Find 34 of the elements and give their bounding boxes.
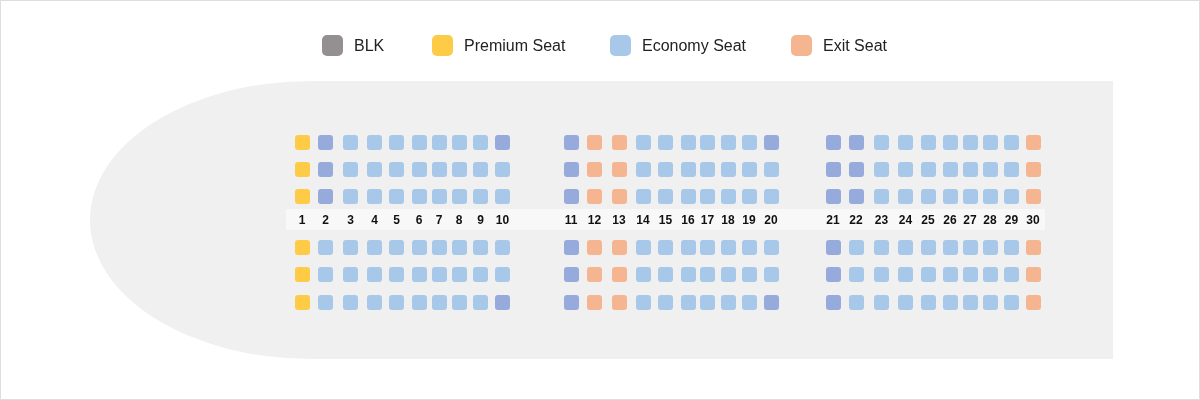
row-number: 7 [435, 213, 443, 227]
row-number: 4 [371, 213, 378, 227]
row-number: 16 [681, 213, 695, 227]
row-number: 11 [564, 213, 578, 227]
row-number: 18 [721, 213, 735, 227]
row-number: 3 [347, 213, 354, 227]
row-number: 10 [495, 213, 510, 227]
row-number: 9 [477, 213, 484, 227]
legend-label: Economy Seat [642, 35, 747, 56]
row-number: 20 [764, 213, 778, 227]
row-number: 28 [983, 213, 997, 227]
row-number: 21 [826, 213, 840, 227]
row-number: 14 [636, 213, 650, 227]
row-number: 6 [415, 213, 423, 227]
row-number: 22 [849, 213, 863, 227]
row-number: 19 [742, 213, 756, 227]
row-number: 26 [943, 213, 957, 227]
row-number: 5 [393, 213, 400, 227]
row-number: 15 [658, 213, 673, 227]
legend-label: Premium Seat [464, 35, 566, 56]
row-number: 13 [612, 213, 626, 227]
row-number: 25 [921, 213, 935, 227]
row-number: 30 [1026, 213, 1040, 227]
row-number: 12 [587, 213, 602, 227]
row-number: 2 [322, 213, 329, 227]
row-number: 27 [963, 213, 977, 227]
row-number: 17 [700, 213, 715, 227]
row-number: 29 [1004, 213, 1019, 227]
row-number: 23 [874, 213, 889, 227]
legend-label: Exit Seat [823, 35, 888, 56]
row-number: 1 [298, 213, 306, 227]
row-number: 8 [455, 213, 463, 227]
legend-label: BLK [354, 35, 385, 56]
row-number: 24 [898, 213, 913, 227]
